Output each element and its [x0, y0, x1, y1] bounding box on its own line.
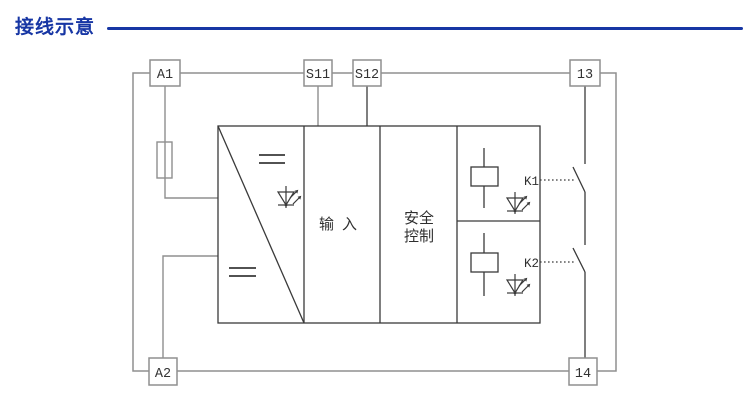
terminal-13-label: 13	[577, 68, 593, 83]
input-section-label: 输入	[319, 216, 365, 233]
terminal-s12-label: S12	[355, 68, 379, 83]
k2-contact-blade	[572, 247, 586, 273]
section-header: 接线示意	[15, 17, 743, 40]
k2-led-icon	[506, 273, 531, 297]
terminal-a1-box	[149, 59, 181, 87]
terminal-a2-label: A2	[155, 367, 171, 382]
terminal-s12-box	[352, 59, 382, 87]
terminal-14-box	[568, 357, 598, 386]
terminal-13-box	[569, 59, 601, 87]
k1-led-icon	[506, 191, 531, 215]
relay-k2	[470, 233, 499, 296]
title-rule	[107, 26, 743, 30]
terminal-s11-label: S11	[306, 68, 330, 83]
module-frame	[132, 72, 617, 372]
relay-k1	[470, 148, 499, 208]
terminal-a1-label: A1	[157, 68, 173, 83]
terminal-14-label: 14	[575, 367, 591, 382]
output-wiring	[366, 86, 586, 358]
safety-section-label-line1: 安全	[404, 209, 434, 227]
terminals	[148, 59, 601, 386]
k1-contact-blade	[572, 166, 586, 193]
dc-symbols	[229, 154, 285, 277]
terminal-s11-box	[303, 59, 333, 87]
function-block	[217, 125, 541, 324]
k2-coil	[470, 252, 499, 273]
fuse-symbol	[156, 141, 173, 179]
k1-label: K1	[524, 175, 539, 189]
supply-wiring	[156, 86, 319, 358]
terminal-a2-box	[148, 357, 178, 386]
k2-label: K2	[524, 257, 539, 271]
power-led-icon	[277, 185, 302, 209]
k1-coil	[470, 166, 499, 187]
page-title: 接线示意	[15, 17, 96, 38]
safety-section-label-line2: 控制	[404, 228, 434, 245]
converter-diagonal	[217, 125, 305, 324]
